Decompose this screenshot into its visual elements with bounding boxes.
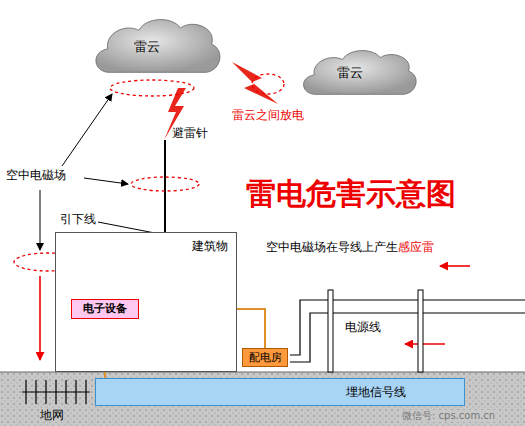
text-label: 微信号: cps.com.cn [400, 410, 497, 422]
thundercloud: 雷云 [92, 14, 222, 84]
lightning-rod [164, 140, 166, 232]
thundercloud: 雷云 [300, 46, 418, 104]
ground-grid [22, 380, 90, 404]
substation-box: 配电房 [242, 348, 288, 367]
node-text: 雷云 [134, 39, 160, 55]
text-label: 避雷针 [172, 126, 208, 140]
ground [0, 372, 525, 426]
node-text: 雷云 [337, 65, 363, 81]
text-label: 引下线 [60, 212, 96, 226]
node-text: 埋地信号线 [346, 385, 406, 399]
text-label: 电源线 [345, 320, 381, 334]
power-line [290, 300, 525, 362]
text-label: 雷云之间放电 [232, 108, 304, 122]
text-label: 空中电磁场 [6, 168, 66, 182]
node-text: 建筑物 [192, 239, 228, 253]
node-text: 配电房 [249, 351, 282, 364]
utility-pole [418, 290, 423, 372]
diagram-title: 雷电危害示意图 [246, 176, 456, 212]
signal-cable-band: 埋地信号线 [95, 378, 465, 406]
cloud-outline [304, 51, 417, 95]
text-label: 地网 [40, 408, 64, 422]
text-label: 感应雷 [398, 240, 434, 254]
text-label: 空中电磁场在导线上产生 [266, 240, 398, 254]
equipment-box: 电子设备 [71, 299, 139, 319]
lightning-bolt [232, 62, 278, 104]
cloud-outline [96, 20, 220, 73]
utility-pole [328, 290, 333, 372]
node-text: 电子设备 [83, 302, 127, 315]
building: 建筑物电子设备 [55, 232, 237, 372]
